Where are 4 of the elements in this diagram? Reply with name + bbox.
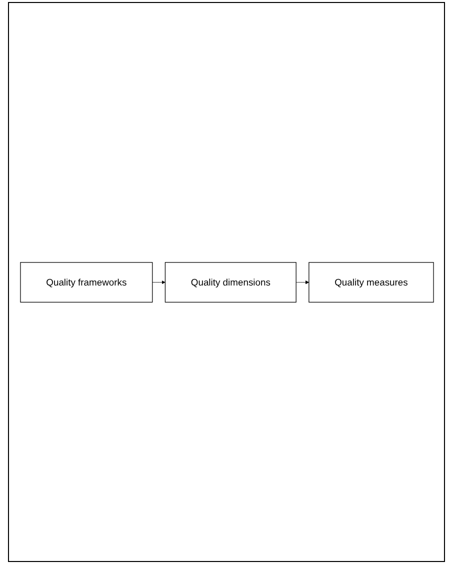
node-box: [164, 262, 296, 302]
node-box: [308, 262, 434, 302]
node-box: [20, 262, 152, 302]
frame-border: Quality frameworks Quality dimensions Quality measures: [8, 2, 445, 562]
